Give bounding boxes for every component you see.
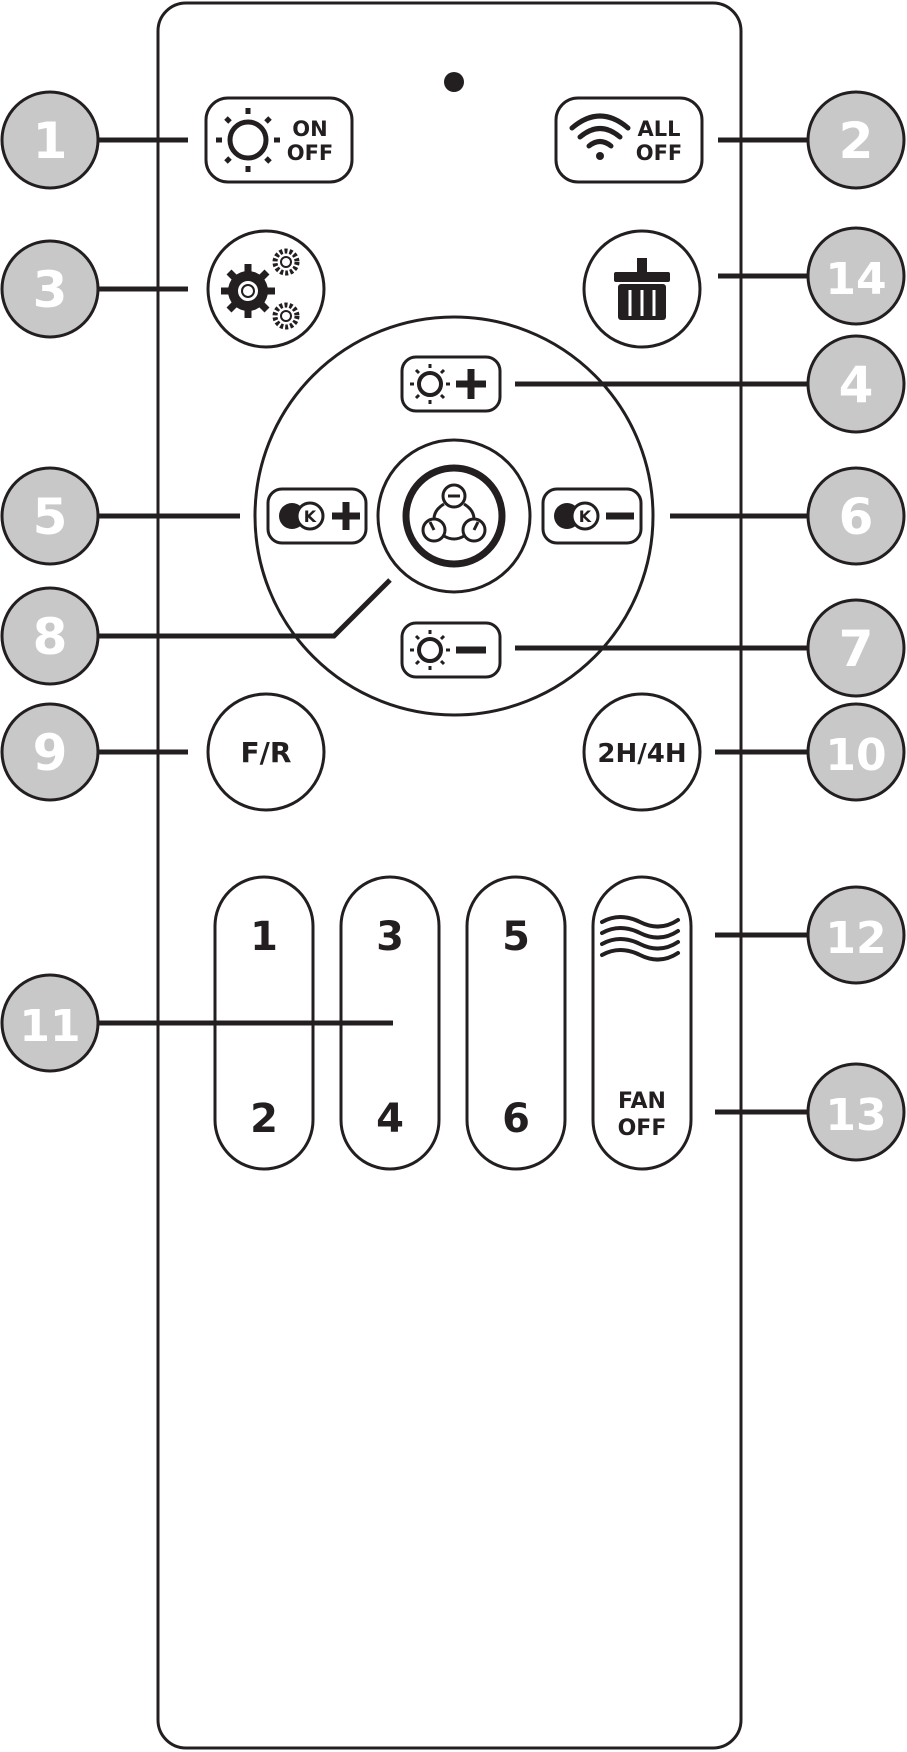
leader-lines [98,137,808,1115]
svg-text:14: 14 [825,254,886,305]
settings-button[interactable] [206,229,326,349]
callouts: 1 2 3 14 4 5 6 8 7 9 10 11 12 13 [0,90,906,1162]
callout-2: 2 [806,90,906,190]
speed-key-3-4[interactable]: 3 4 [339,875,441,1171]
three-lights-icon [402,464,506,568]
callout-12: 12 [806,885,906,985]
speed-key-5-6[interactable]: 5 6 [465,875,567,1171]
svg-text:12: 12 [825,913,886,964]
svg-text:7: 7 [839,620,874,678]
speed-1-label: 1 [250,914,278,960]
callout-7: 7 [806,598,906,698]
remote-body [156,1,743,1750]
callout-4: 4 [806,334,906,434]
sun-plus-icon [410,364,486,404]
color-temp-minus-icon: K [554,501,634,531]
speed-6-label: 6 [502,1096,530,1142]
all-off-button[interactable]: ALL OFF [554,96,704,184]
off-label: OFF [287,141,334,165]
callout-13: 13 [806,1062,906,1162]
callout-8: 8 [0,586,100,686]
callout-5: 5 [0,466,100,566]
callout-1: 1 [0,90,100,190]
speed-5-label: 5 [502,914,530,960]
callout-11: 11 [0,973,100,1073]
timer-button[interactable]: 2H/4H [582,692,702,812]
fan-off-label: OFF [618,1116,667,1141]
timer-label: 2H/4H [597,739,686,769]
fr-label: F/R [241,736,292,769]
svg-text:6: 6 [839,488,874,546]
sun-minus-icon [410,630,486,670]
color-temp-down-button[interactable]: K [541,487,643,545]
callout-14: 14 [806,226,906,326]
ir-indicator [444,72,464,92]
svg-text:5: 5 [33,488,68,546]
off-label: OFF [636,141,683,165]
svg-text:10: 10 [825,730,886,781]
sun-icon [216,108,280,172]
on-label: ON [292,117,327,141]
mode-button[interactable] [376,438,532,594]
control-ring [253,315,655,717]
gears-icon [221,248,300,330]
svg-text:1: 1 [33,112,68,170]
fan-label: FAN [618,1089,666,1114]
callout-6: 6 [806,466,906,566]
on-off-button[interactable]: ON OFF [204,96,354,184]
speed-key-1-2[interactable]: 1 2 [213,875,315,1171]
callout-9: 9 [0,702,100,802]
speed-3-label: 3 [376,914,404,960]
k-label: K [579,507,592,526]
wind-icon [600,915,680,962]
brightness-down-button[interactable] [400,621,502,679]
callout-10: 10 [806,702,906,802]
svg-text:9: 9 [33,724,68,782]
brush-icon [614,258,670,320]
fan-key[interactable]: FAN OFF [591,875,693,1171]
svg-text:2: 2 [839,112,874,170]
color-temp-up-button[interactable]: K [266,487,368,545]
svg-text:3: 3 [33,261,68,319]
callout-3: 3 [0,239,100,339]
all-label: ALL [637,117,680,141]
svg-text:8: 8 [33,608,68,666]
speed-4-label: 4 [376,1096,404,1142]
color-temp-plus-icon: K [279,501,360,531]
svg-text:4: 4 [839,356,874,414]
brightness-up-button[interactable] [400,355,502,413]
speed-keys: 1 2 3 4 5 6 [213,875,567,1171]
svg-text:11: 11 [19,1001,80,1052]
k-label: K [304,507,317,526]
clean-button[interactable] [582,229,702,349]
wifi-icon [569,113,631,160]
svg-text:13: 13 [825,1090,886,1141]
speed-2-label: 2 [250,1096,278,1142]
fr-button[interactable]: F/R [206,692,326,812]
